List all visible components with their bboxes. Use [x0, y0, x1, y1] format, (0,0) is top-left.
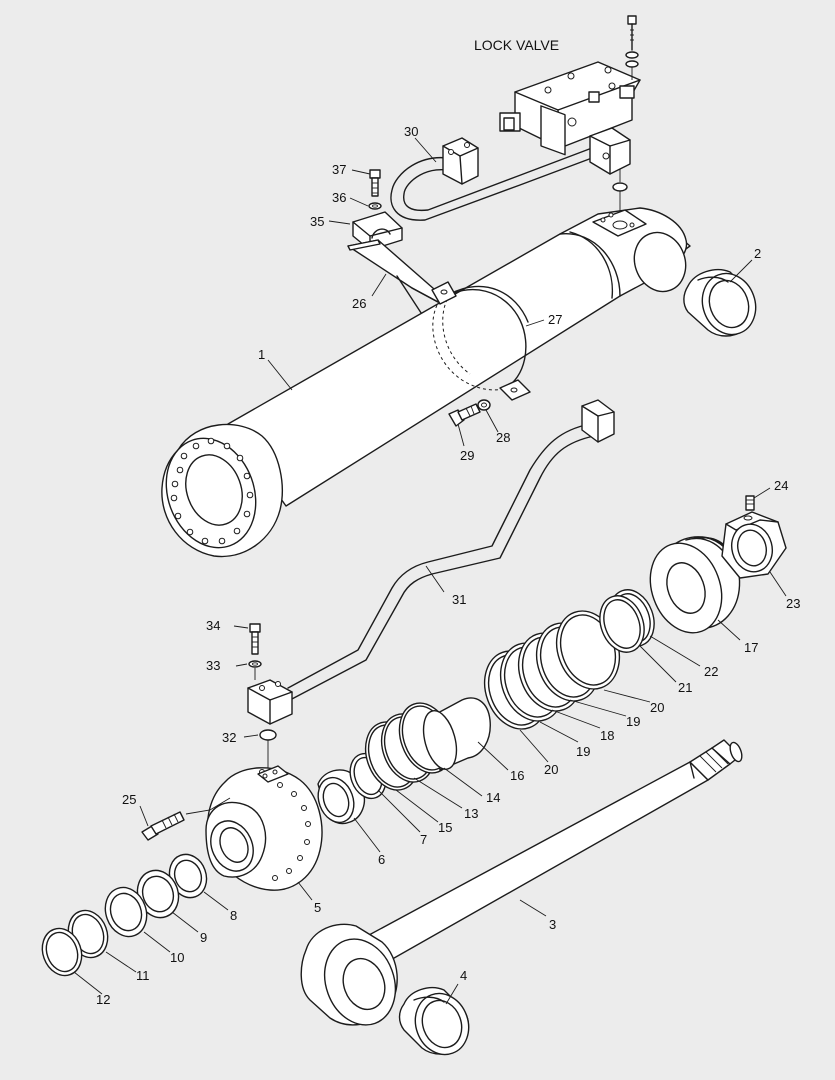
label-33: 33 [206, 658, 220, 673]
nut-23 [721, 511, 787, 579]
label-19-upper: 19 [626, 714, 640, 729]
label-25: 25 [122, 792, 136, 807]
flange-bolt-holes [170, 437, 254, 545]
title-lock-valve: LOCK VALVE [474, 37, 559, 53]
label-35: 35 [310, 214, 324, 229]
label-20-upper: 20 [650, 700, 664, 715]
label-19-lower: 19 [576, 744, 590, 759]
label-17: 17 [744, 640, 758, 655]
pipe-31 [247, 399, 615, 725]
leader-lines [73, 137, 787, 1005]
valve-bolt [625, 15, 639, 80]
seal-10 [104, 886, 148, 938]
label-8: 8 [230, 908, 237, 923]
label-21: 21 [678, 680, 692, 695]
label-13: 13 [464, 806, 478, 821]
label-15: 15 [438, 820, 452, 835]
bolt-34 [249, 623, 261, 655]
label-37: 37 [332, 162, 346, 177]
label-34: 34 [206, 618, 220, 633]
label-16: 16 [510, 768, 524, 783]
seal-8 [168, 853, 208, 899]
label-32: 32 [222, 730, 236, 745]
rod-cover-5 [205, 765, 323, 891]
band-27 [431, 281, 531, 401]
washer-36 [368, 202, 382, 210]
label-11: 11 [136, 968, 150, 983]
cylinder-head-flange [161, 423, 283, 558]
screw-24 [745, 495, 755, 511]
label-14: 14 [486, 790, 500, 805]
label-12: 12 [96, 992, 110, 1007]
bolt-37 [369, 169, 381, 197]
labels: LOCK VALVE 1 2 3 4 5 6 7 8 9 10 11 12 13… [96, 37, 800, 1007]
label-20-lower: 20 [544, 762, 558, 777]
piston-rod-3 [300, 739, 743, 1026]
ring-21 [599, 595, 645, 653]
label-26: 26 [352, 296, 366, 311]
label-24: 24 [774, 478, 788, 493]
washer-28 [477, 399, 491, 411]
label-4: 4 [460, 968, 467, 983]
washer-33 [248, 660, 262, 680]
label-22: 22 [704, 664, 718, 679]
label-30: 30 [404, 124, 418, 139]
cylinder-tube [227, 207, 691, 507]
label-29: 29 [460, 448, 474, 463]
cover-bolt-holes [259, 769, 311, 881]
oring-32 [259, 729, 277, 770]
label-6: 6 [378, 852, 385, 867]
label-28: 28 [496, 430, 510, 445]
label-2: 2 [754, 246, 761, 261]
pipe-30 [390, 127, 631, 221]
bolt-29 [448, 403, 481, 427]
label-10: 10 [170, 950, 184, 965]
label-1: 1 [258, 347, 265, 362]
seal-12 [41, 927, 83, 977]
label-31: 31 [452, 592, 466, 607]
label-27: 27 [548, 312, 562, 327]
label-18: 18 [600, 728, 614, 743]
bushing-2 [683, 268, 757, 337]
bolt-25 [141, 797, 231, 841]
bushing-4 [398, 986, 470, 1056]
label-9: 9 [200, 930, 207, 945]
label-5: 5 [314, 900, 321, 915]
label-23: 23 [786, 596, 800, 611]
label-7: 7 [420, 832, 427, 847]
label-3: 3 [549, 917, 556, 932]
lock-valve [499, 61, 641, 156]
piston-17 [649, 536, 741, 634]
clamp-35 [352, 211, 403, 251]
label-36: 36 [332, 190, 346, 205]
sleeve-16 [422, 697, 491, 771]
